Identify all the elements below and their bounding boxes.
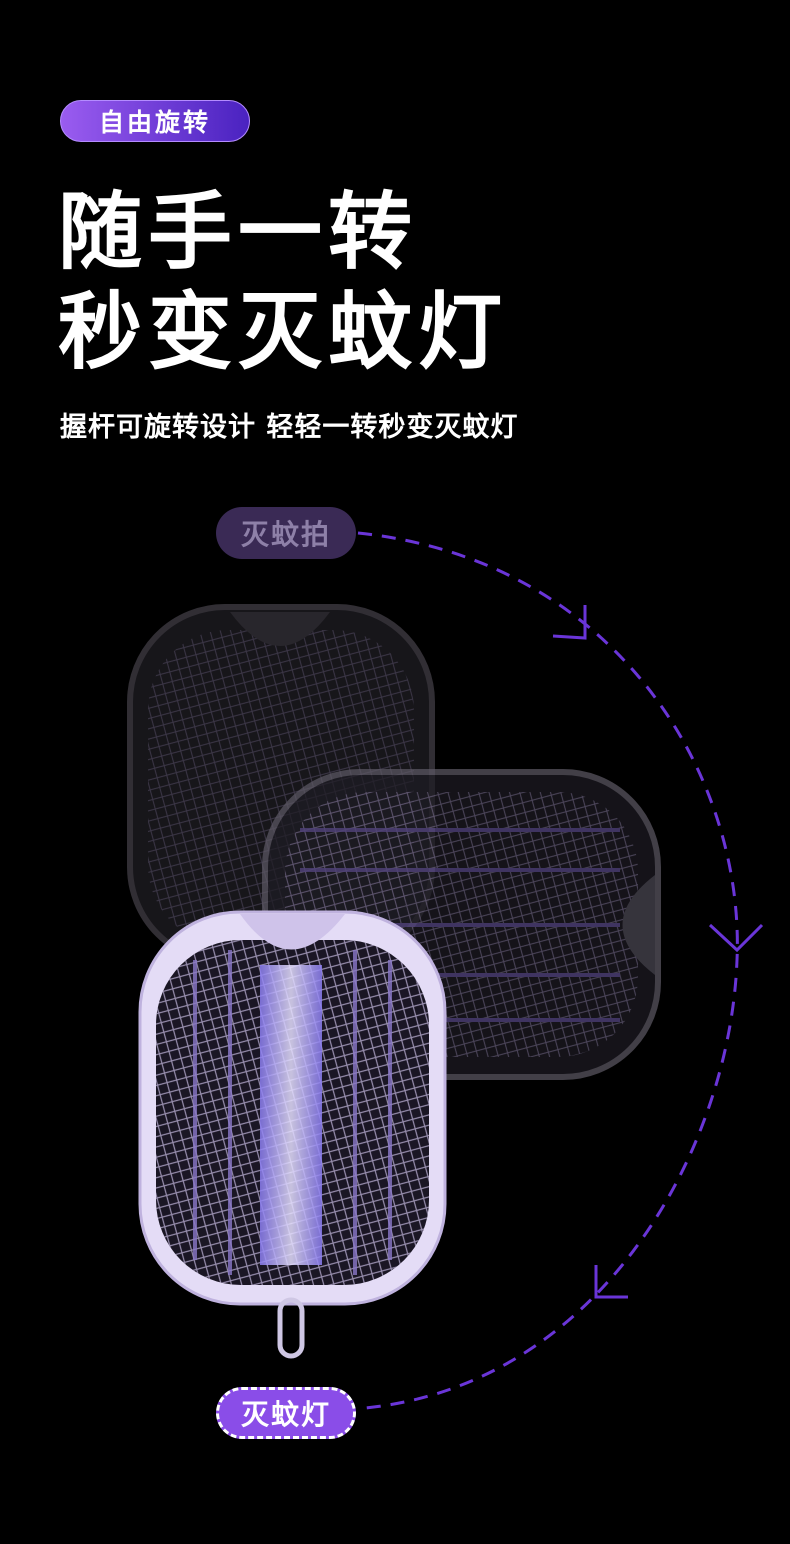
mode-label-lamp: 灭蚊灯	[216, 1387, 356, 1439]
subtitle: 握杆可旋转设计 轻轻一转秒变灭蚊灯	[60, 412, 519, 443]
racket-lamp-mode	[138, 910, 447, 1359]
headline-line-2: 秒变灭蚊灯	[58, 283, 509, 381]
arrow-icon	[552, 605, 587, 640]
rotation-arc	[357, 531, 739, 1410]
feature-badge: 自由旋转	[60, 100, 250, 142]
arrow-icon	[708, 923, 764, 953]
mode-label-swatter: 灭蚊拍	[216, 507, 356, 559]
headline-line-1: 随手一转	[58, 183, 419, 281]
arrow-icon	[594, 1265, 628, 1299]
